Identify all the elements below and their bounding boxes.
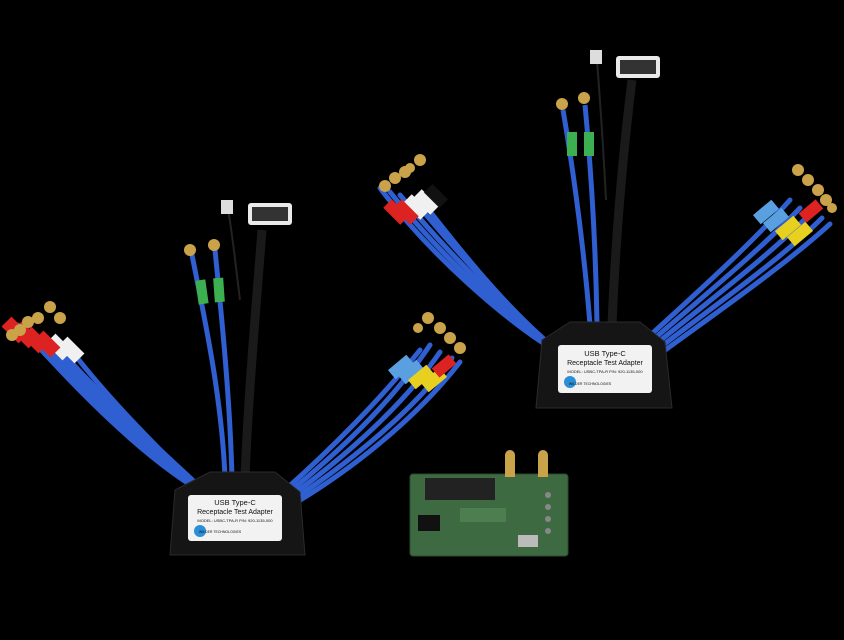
- right-small-connector: [590, 50, 602, 64]
- right-green-sleeve-2: [584, 132, 594, 156]
- left-adapter-sleeves-right: [387, 354, 457, 393]
- right-black-bundle: [607, 79, 637, 326]
- test-pcb-board: [409, 450, 569, 557]
- left-adapter-label: [188, 495, 282, 541]
- left-adapter-sma-connectors-left: [6, 301, 66, 341]
- left-adapter-cables-center: [189, 249, 235, 479]
- left-small-connector: [221, 200, 233, 214]
- left-label-model: MODEL: USBC-TPA-R P/N: 920-1135-000: [197, 518, 273, 523]
- left-green-sleeve-1: [195, 279, 209, 305]
- pcb-chip: [418, 515, 440, 531]
- left-label-line1: USB Type-C: [214, 498, 256, 507]
- right-adapter-label: [558, 345, 652, 393]
- left-test-adapter: USB Type-C Receptacle Test Adapter MODEL…: [1, 200, 466, 556]
- right-adapter-sma-connectors-right: [792, 164, 837, 213]
- pcb-header-connector: [425, 478, 495, 500]
- right-sma-center-1: [556, 98, 568, 110]
- right-green-sleeve-1: [567, 132, 577, 156]
- right-test-adapter: USB Type-C Receptacle Test Adapter MODEL…: [377, 50, 837, 409]
- right-label-brand: WILDER TECHNOLOGIES: [569, 382, 612, 386]
- pcb-usbc-port: [518, 535, 538, 547]
- right-brand-logo: [564, 376, 576, 388]
- right-adapter-sleeves-right: [752, 199, 824, 247]
- left-green-sleeve-2: [213, 277, 225, 303]
- left-black-bundle: [240, 229, 267, 479]
- pcb-test-points: [545, 492, 551, 534]
- right-adapter-sma-connectors-left: [379, 154, 426, 192]
- left-adapter-sma-connectors-right: [413, 312, 466, 354]
- right-label-line2: Receptacle Test Adapter: [567, 360, 643, 367]
- left-sma-center-1: [184, 244, 196, 256]
- pcb-silkscreen-area: [460, 508, 506, 522]
- left-sma-center-2: [208, 239, 220, 251]
- pcb-sma-connectors: [505, 450, 548, 477]
- right-label-model: MODEL: USBC-TPA-R P/N: 920-1135-000: [567, 369, 643, 374]
- right-sma-center-2: [578, 92, 590, 104]
- right-adapter-sleeves-left: [383, 183, 449, 225]
- left-label-brand: WILDER TECHNOLOGIES: [199, 530, 242, 534]
- right-label-line1: USB Type-C: [584, 349, 626, 358]
- left-label-line2: Receptacle Test Adapter: [197, 509, 273, 516]
- left-brand-logo: [194, 525, 206, 537]
